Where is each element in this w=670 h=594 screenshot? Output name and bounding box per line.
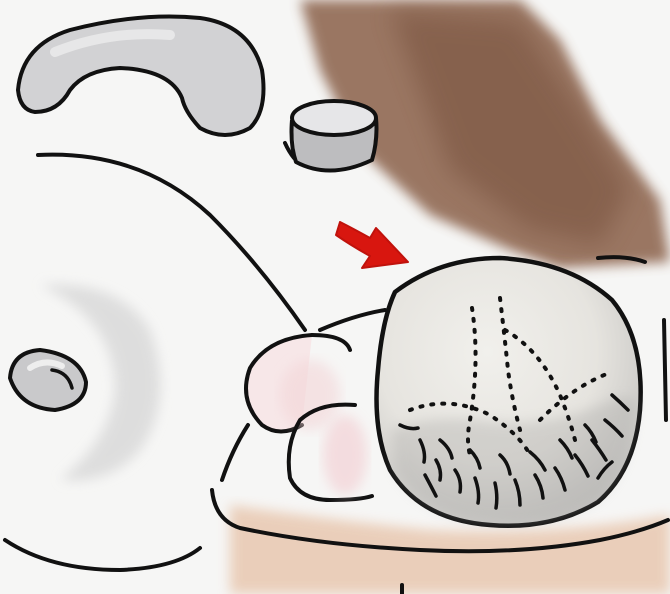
small-cylinder bbox=[285, 101, 377, 171]
right-edge-line bbox=[664, 320, 666, 420]
lens-circle bbox=[377, 258, 641, 526]
